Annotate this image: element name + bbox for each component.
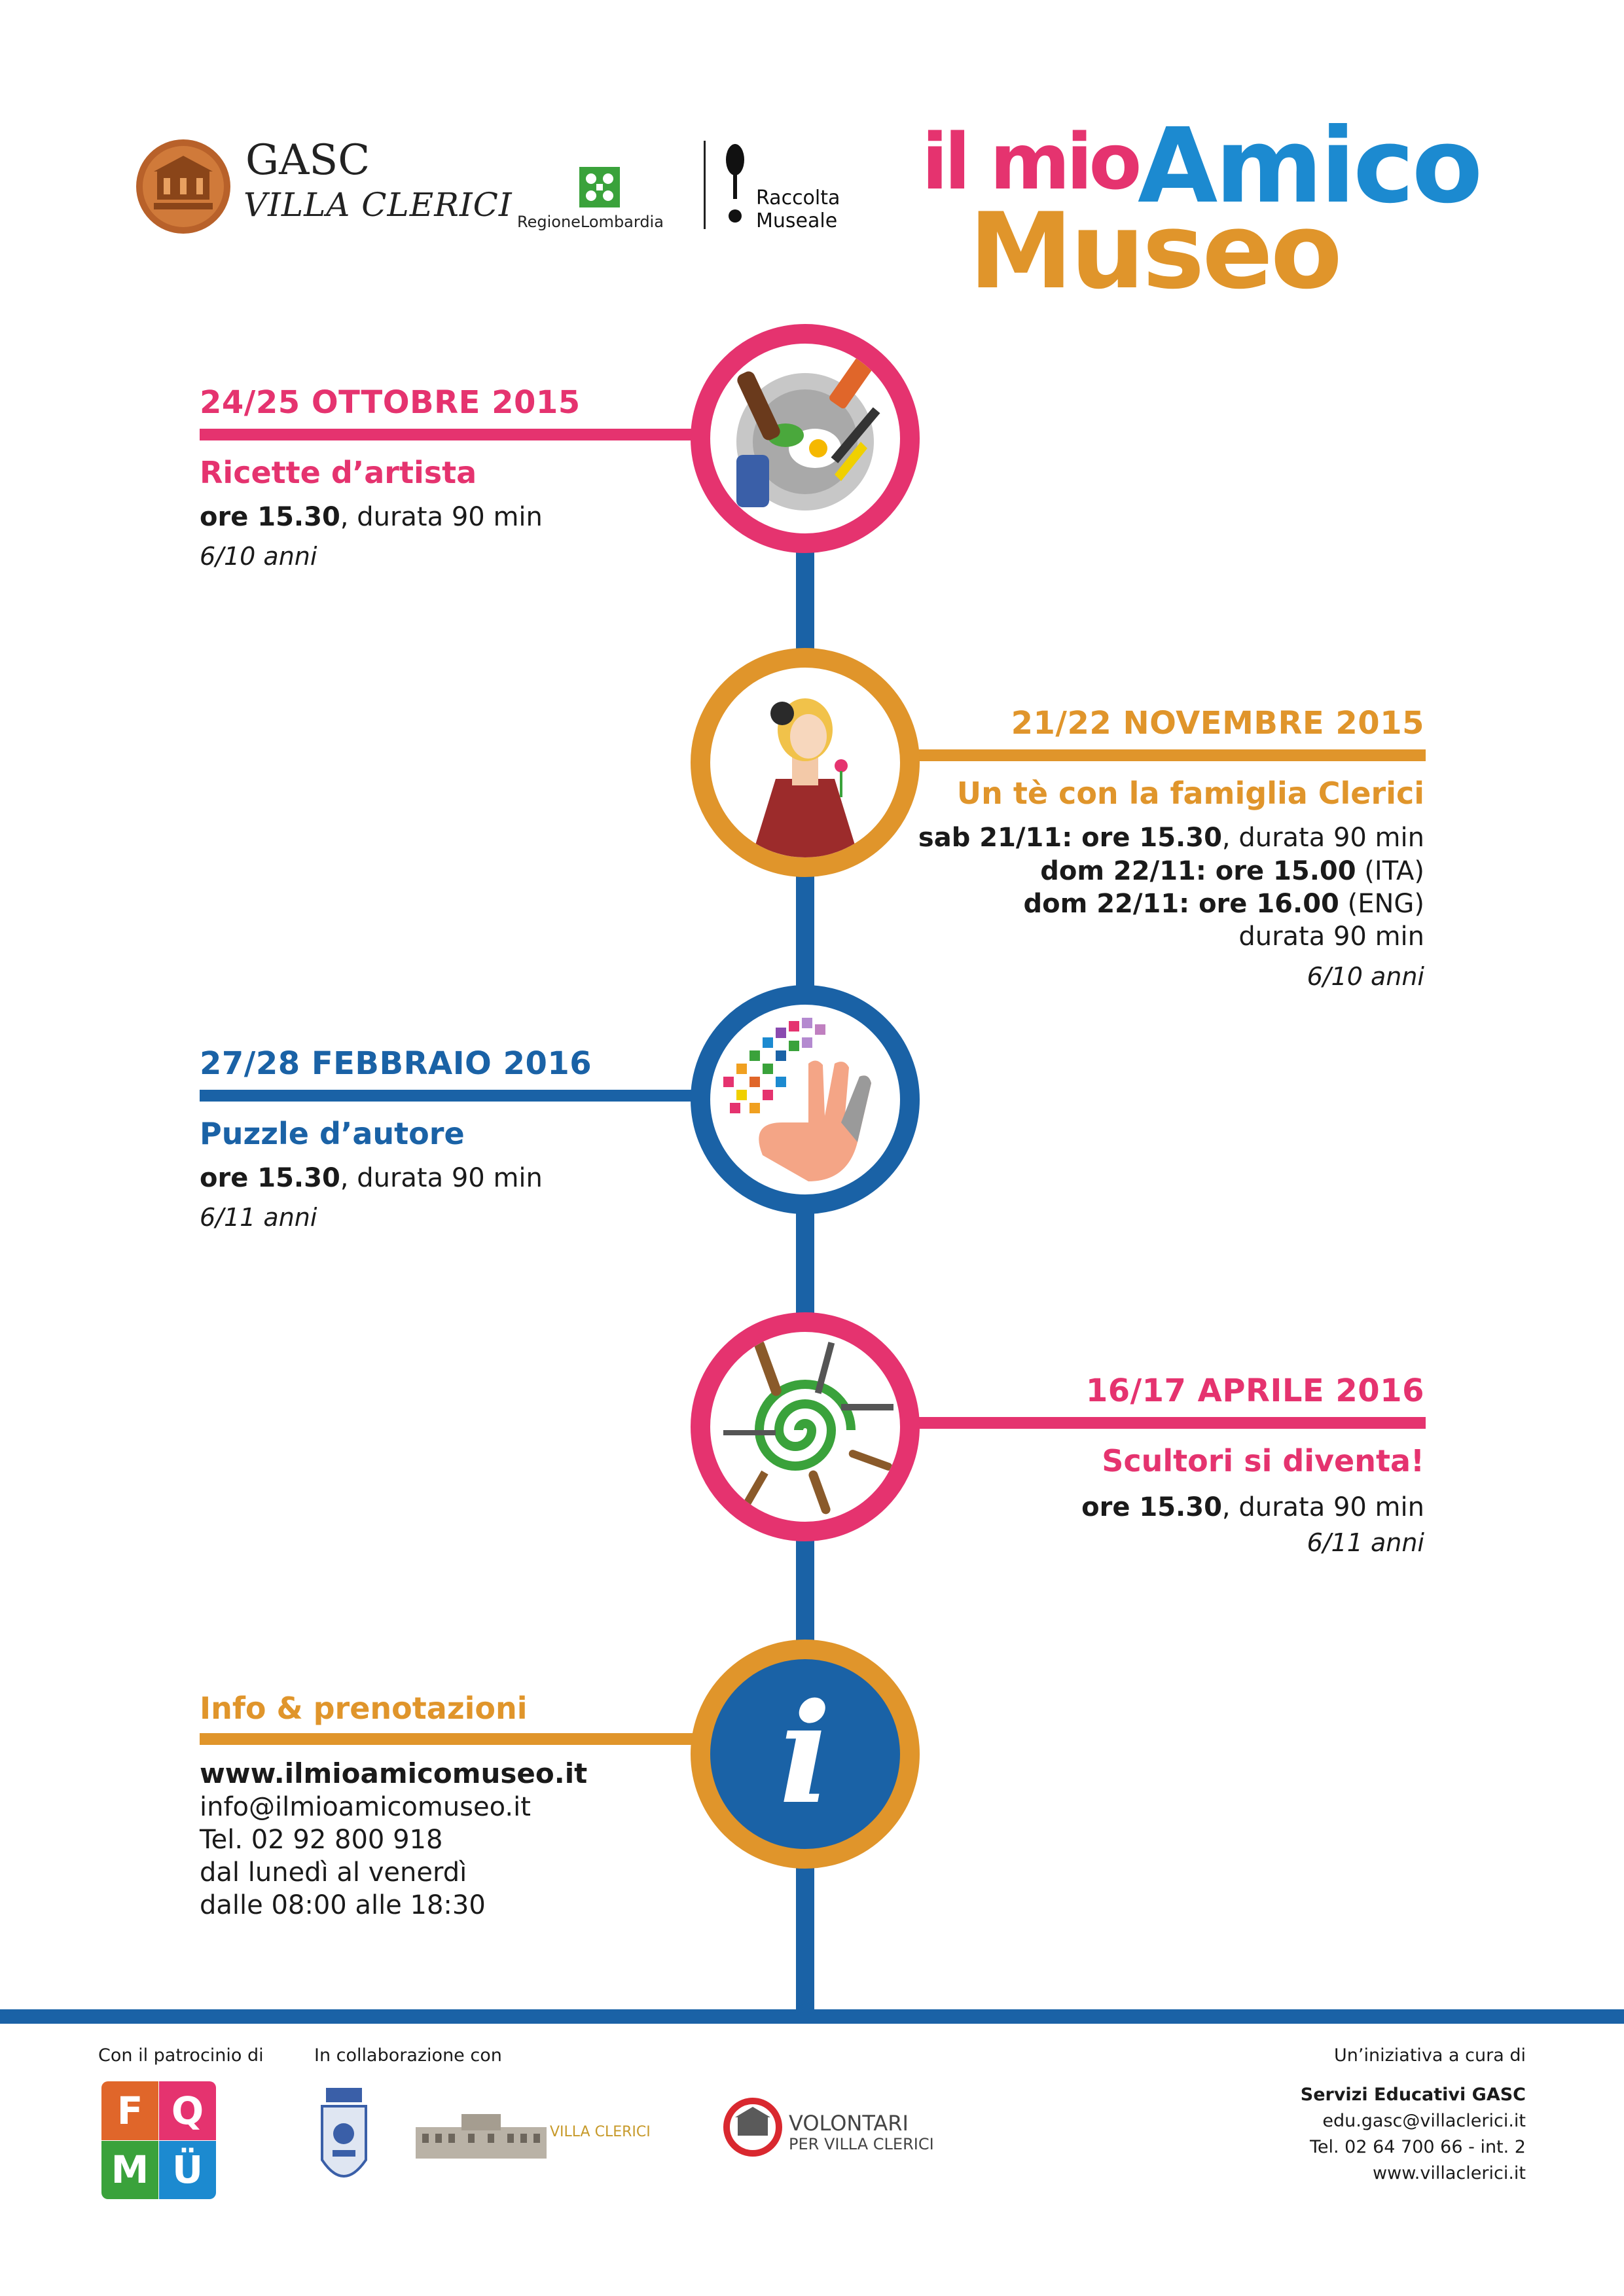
event2-line1-rest: , durata 90 min	[1221, 823, 1424, 853]
fq-tile-u: Ü	[159, 2141, 216, 2199]
fq-logo: F Q M Ü	[101, 2081, 216, 2199]
event4-illustration-sculpting-tools-icon	[691, 1312, 920, 1541]
volontari-line2: PER VILLA CLERICI	[789, 2135, 934, 2153]
footer-phone: Tel. 02 64 700 66 - int. 2	[1310, 2137, 1526, 2157]
villa-clerici-logo-text: VILLA CLERICI	[550, 2124, 651, 2140]
event1-time: ore 15.30, durata 90 min	[200, 502, 543, 532]
event2-illustration-lady-icon	[691, 648, 920, 877]
info-days: dal lunedì al venerdì	[200, 1857, 467, 1888]
event1-time-rest: , durata 90 min	[340, 502, 543, 532]
gasc-title: GASC	[245, 136, 370, 185]
event4-time-bold: ore 15.30	[1081, 1492, 1222, 1522]
event1-illustration-cooking-icon	[691, 324, 920, 553]
fq-tile-f: F	[101, 2081, 158, 2140]
info-hours: dalle 08:00 alle 18:30	[200, 1890, 486, 1920]
info-email: info@ilmioamicomuseo.it	[200, 1792, 531, 1822]
event4-title: Scultori si diventa!	[1102, 1443, 1424, 1479]
logo-il-mio: il mio	[922, 117, 1142, 207]
event2-line4: durata 90 min	[1238, 922, 1424, 952]
municipal-crest-icon	[319, 2088, 369, 2193]
gasc-medal-logo	[134, 137, 232, 236]
event2-line3-bold: dom 22/11: ore 16.00	[1023, 889, 1339, 919]
footer-patrocinio-label: Con il patrocinio di	[98, 2045, 264, 2066]
regione-lombardia-logo	[579, 167, 620, 207]
event1-connector	[200, 429, 697, 440]
info-circle-icon: i	[691, 1640, 920, 1869]
event2-title: Un tè con la famiglia Clerici	[956, 776, 1424, 811]
event2-age: 6/10 anni	[1307, 962, 1424, 991]
info-phone: Tel. 02 92 800 918	[200, 1825, 443, 1855]
footer-website: www.villaclerici.it	[1373, 2163, 1526, 2183]
raccolta-museale-icon	[723, 143, 747, 234]
event2-line1: sab 21/11: ore 15.30, durata 90 min	[918, 823, 1424, 853]
event2-line3-rest: (ENG)	[1339, 889, 1424, 919]
info-title: Info & prenotazioni	[200, 1691, 528, 1726]
event3-time: ore 15.30, durata 90 min	[200, 1163, 543, 1193]
event3-age: 6/11 anni	[200, 1203, 317, 1232]
gasc-subtitle: VILLA CLERICI	[244, 186, 513, 224]
villa-clerici-building-logo	[416, 2108, 547, 2160]
footer-iniziativa-label: Un’iniziativa a cura di	[1334, 2045, 1526, 2066]
footer-servizi: Servizi Educativi GASC	[1300, 2085, 1526, 2105]
event3-connector	[200, 1090, 697, 1102]
event2-line1-bold: sab 21/11: ore 15.30	[918, 823, 1222, 853]
event2-line2: dom 22/11: ore 15.00 (ITA)	[1040, 856, 1424, 886]
raccolta-label: Raccolta	[756, 187, 840, 209]
event4-time-rest: , durata 90 min	[1221, 1492, 1424, 1522]
info-connector	[200, 1733, 697, 1745]
fq-tile-q: Q	[159, 2081, 216, 2140]
event1-age: 6/10 anni	[200, 542, 317, 571]
volontari-line1: VOLONTARI	[789, 2111, 909, 2136]
info-icon-letter: i	[779, 1673, 831, 1835]
event2-line2-rest: (ITA)	[1356, 856, 1424, 886]
info-website: www.ilmioamicomuseo.it	[200, 1757, 588, 1789]
header-divider	[704, 141, 706, 229]
event4-time: ore 15.30, durata 90 min	[1081, 1492, 1424, 1522]
volontari-logo-icon	[723, 2098, 782, 2157]
event3-time-rest: , durata 90 min	[340, 1163, 543, 1193]
footer-email: edu.gasc@villaclerici.it	[1322, 2111, 1526, 2131]
event2-line3: dom 22/11: ore 16.00 (ENG)	[1024, 889, 1425, 919]
logo-amico: Amico	[1138, 106, 1483, 226]
event2-line2-bold: dom 22/11: ore 15.00	[1040, 856, 1356, 886]
regione-label: RegioneLombardia	[517, 213, 664, 231]
event3-date: 27/28 FEBBRAIO 2016	[200, 1045, 592, 1082]
event1-date: 24/25 OTTOBRE 2015	[200, 384, 581, 421]
event4-age: 6/11 anni	[1307, 1528, 1424, 1557]
museale-label: Museale	[756, 209, 838, 232]
footer-collaborazione-label: In collaborazione con	[314, 2045, 502, 2066]
event2-connector	[916, 749, 1426, 761]
fq-tile-m: M	[101, 2141, 158, 2199]
event4-date: 16/17 APRILE 2016	[1085, 1372, 1424, 1409]
event3-time-bold: ore 15.30	[200, 1163, 340, 1193]
event1-title: Ricette d’artista	[200, 455, 477, 490]
logo-museo: Museo	[969, 190, 1343, 312]
event2-date: 21/22 NOVEMBRE 2015	[1011, 705, 1424, 742]
event3-illustration-mosaic-hand-icon	[691, 985, 920, 1214]
event1-time-bold: ore 15.30	[200, 502, 340, 532]
event3-title: Puzzle d’autore	[200, 1116, 465, 1151]
footer-rule	[0, 2009, 1624, 2024]
event4-connector	[916, 1417, 1426, 1429]
